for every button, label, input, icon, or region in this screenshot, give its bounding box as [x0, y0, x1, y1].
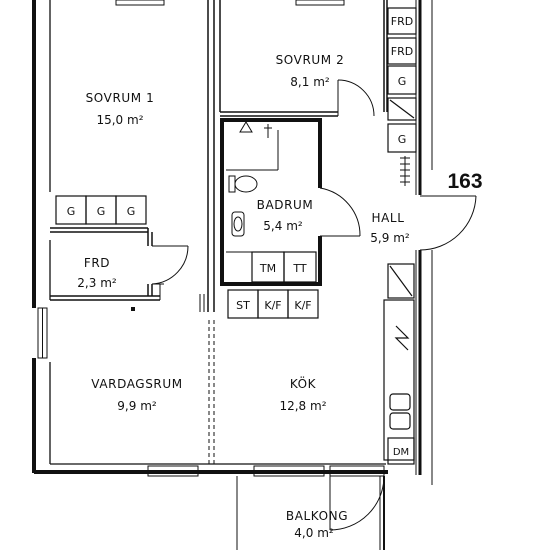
wardrobe-g-1-label: G — [67, 205, 76, 218]
wardrobe-g-3-label: G — [127, 205, 136, 218]
entrance-door-swing — [419, 195, 477, 251]
sink-double-1 — [389, 393, 411, 411]
frd-cabinet-2 — [387, 37, 417, 65]
sovrum1-wardrobes — [55, 195, 147, 225]
interior-wall-lines — [49, 0, 386, 465]
room-name-badrum: BADRUM — [257, 198, 314, 212]
g-cabinet-hall-1 — [387, 65, 417, 95]
right-exterior — [415, 0, 433, 485]
hall-radiator — [400, 156, 410, 186]
room-area-sovrum1: 15,0 m² — [96, 113, 143, 127]
dm-label: DM — [393, 447, 409, 458]
toilet-tank — [228, 175, 236, 193]
kitchen-side-counter — [383, 263, 415, 465]
sovrum2-walls — [220, 0, 388, 117]
tt-box — [283, 251, 317, 283]
hob-symbol-icon — [394, 325, 410, 351]
counter-long — [383, 299, 415, 461]
sink-double-2 — [389, 412, 411, 430]
top-window-2 — [295, 0, 345, 6]
bathroom-fixtures — [228, 121, 272, 237]
bottom-windows — [147, 465, 385, 477]
room-area-frd: 2,3 m² — [77, 276, 117, 290]
kitchen-top-counter — [227, 289, 319, 319]
tt-label: TT — [292, 262, 307, 275]
dm-box — [387, 437, 415, 465]
room-area-hall: 5,9 m² — [370, 231, 410, 245]
corridor-door — [199, 294, 205, 312]
shower-icon — [239, 121, 253, 133]
balcony-door-frame — [329, 465, 385, 477]
unit-number: 163 — [447, 170, 482, 193]
g-cabinet-hall-1-shelf — [387, 97, 417, 121]
room-area-balkong: 4,0 m² — [294, 526, 334, 540]
room-name-sovrum2: SOVRUM 2 — [276, 53, 345, 67]
room-name-balkong: BALKONG — [286, 509, 348, 523]
exterior-walls — [32, 0, 388, 474]
entrance-door — [419, 195, 477, 251]
left-window — [37, 307, 48, 359]
room-name-kok: KÖK — [290, 375, 317, 391]
top-window-1 — [115, 0, 165, 6]
room-area-kok: 12,8 m² — [279, 399, 326, 413]
kf-label-2: K/F — [294, 299, 311, 312]
g-cabinet-hall-1-label: G — [398, 75, 407, 88]
st-label: ST — [236, 299, 250, 312]
upper-cabinet-diag — [389, 265, 413, 297]
kf-label-1: K/F — [264, 299, 281, 312]
frd-cabinet-1 — [387, 7, 417, 35]
room-name-hall: HALL — [371, 211, 404, 225]
sovrum2-door-swing — [337, 79, 375, 117]
upper-cabinet-box — [387, 263, 415, 299]
g-cabinet-hall-2 — [387, 123, 417, 153]
sovrum2-door — [337, 79, 375, 117]
g-cabinet-hall-2-label: G — [398, 133, 407, 146]
badrum-door-gap — [318, 188, 324, 236]
room-area-badrum: 5,4 m² — [263, 219, 303, 233]
frd-cabinet-2-label: FRD — [391, 45, 413, 58]
wardrobe-g-2-label: G — [97, 205, 106, 218]
badrum-door-swing — [319, 187, 361, 237]
column-marker — [131, 307, 135, 311]
central-corridor-wall — [207, 0, 221, 464]
wardrobe-g-3 — [115, 195, 147, 225]
g-cabinet-hall-1-diag — [389, 99, 415, 119]
frd-room-walls — [50, 227, 160, 301]
balcony — [236, 475, 385, 550]
tm-label: TM — [259, 262, 276, 275]
badrum-door — [318, 187, 361, 237]
balcony-door-swing — [329, 475, 385, 531]
sink-icon — [231, 211, 245, 237]
sink-basin — [233, 216, 243, 232]
room-area-sovrum2: 8,1 m² — [290, 75, 330, 89]
room-name-frd: FRD — [84, 256, 110, 270]
frd-cabinet-1-label: FRD — [391, 15, 413, 28]
room-area-vardagsrum: 9,9 m² — [117, 399, 157, 413]
toilet-bowl-icon — [234, 175, 258, 193]
top-windows — [115, 0, 345, 6]
room-name-vardagsrum: VARDAGSRUM — [91, 377, 182, 391]
room-name-sovrum1: SOVRUM 1 — [86, 91, 155, 105]
hall-cabinets — [387, 7, 417, 153]
kf-box-2 — [287, 289, 319, 319]
frd-door-swing — [151, 245, 189, 285]
frd-door — [151, 245, 189, 300]
laundry-machines — [251, 251, 317, 283]
